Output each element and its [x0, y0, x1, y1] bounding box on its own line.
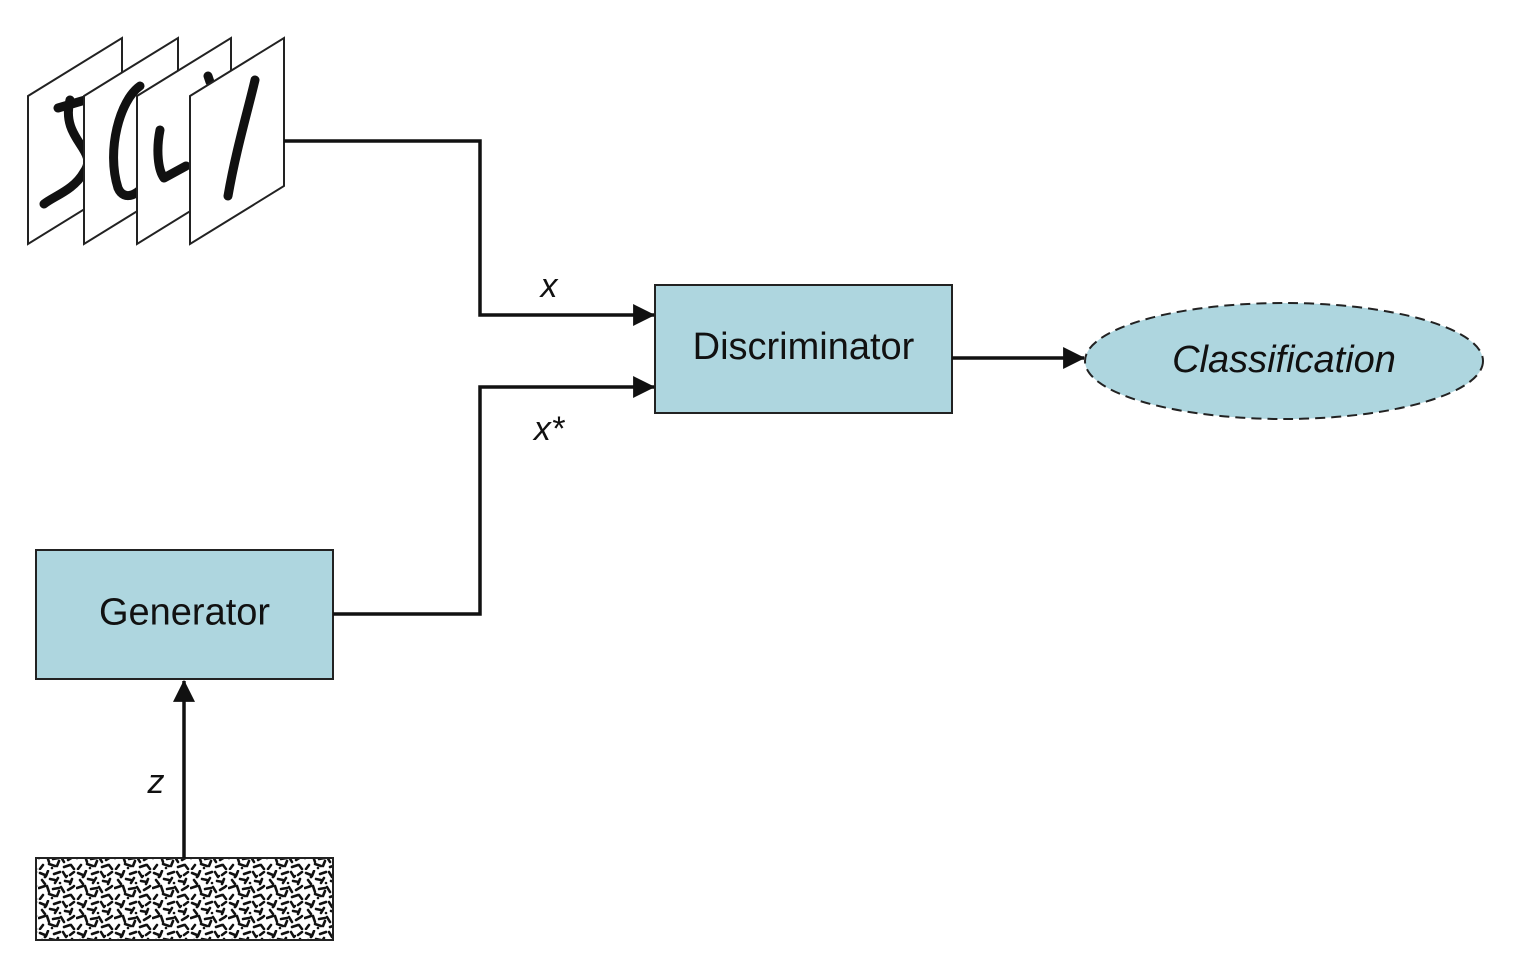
- generator-node: Generator: [35, 549, 334, 680]
- real-input-arrow: [284, 139, 656, 326]
- fake-input-arrow: [333, 376, 656, 616]
- discriminator-label: Discriminator: [693, 326, 915, 368]
- noise-input-label: z: [147, 763, 165, 801]
- classification-node: Classification: [1084, 302, 1484, 420]
- real-images-stack: [27, 36, 285, 246]
- discriminator-node: Discriminator: [654, 284, 953, 414]
- real-input-label: x: [539, 267, 559, 305]
- discriminator-box: [654, 284, 953, 414]
- generator-label: Generator: [99, 592, 270, 634]
- noise-block: [35, 857, 334, 941]
- real-image-card-4: [189, 36, 285, 246]
- fake-input-label: x*: [532, 410, 566, 448]
- classification-label: Classification: [1172, 339, 1396, 381]
- generator-box: [35, 549, 334, 680]
